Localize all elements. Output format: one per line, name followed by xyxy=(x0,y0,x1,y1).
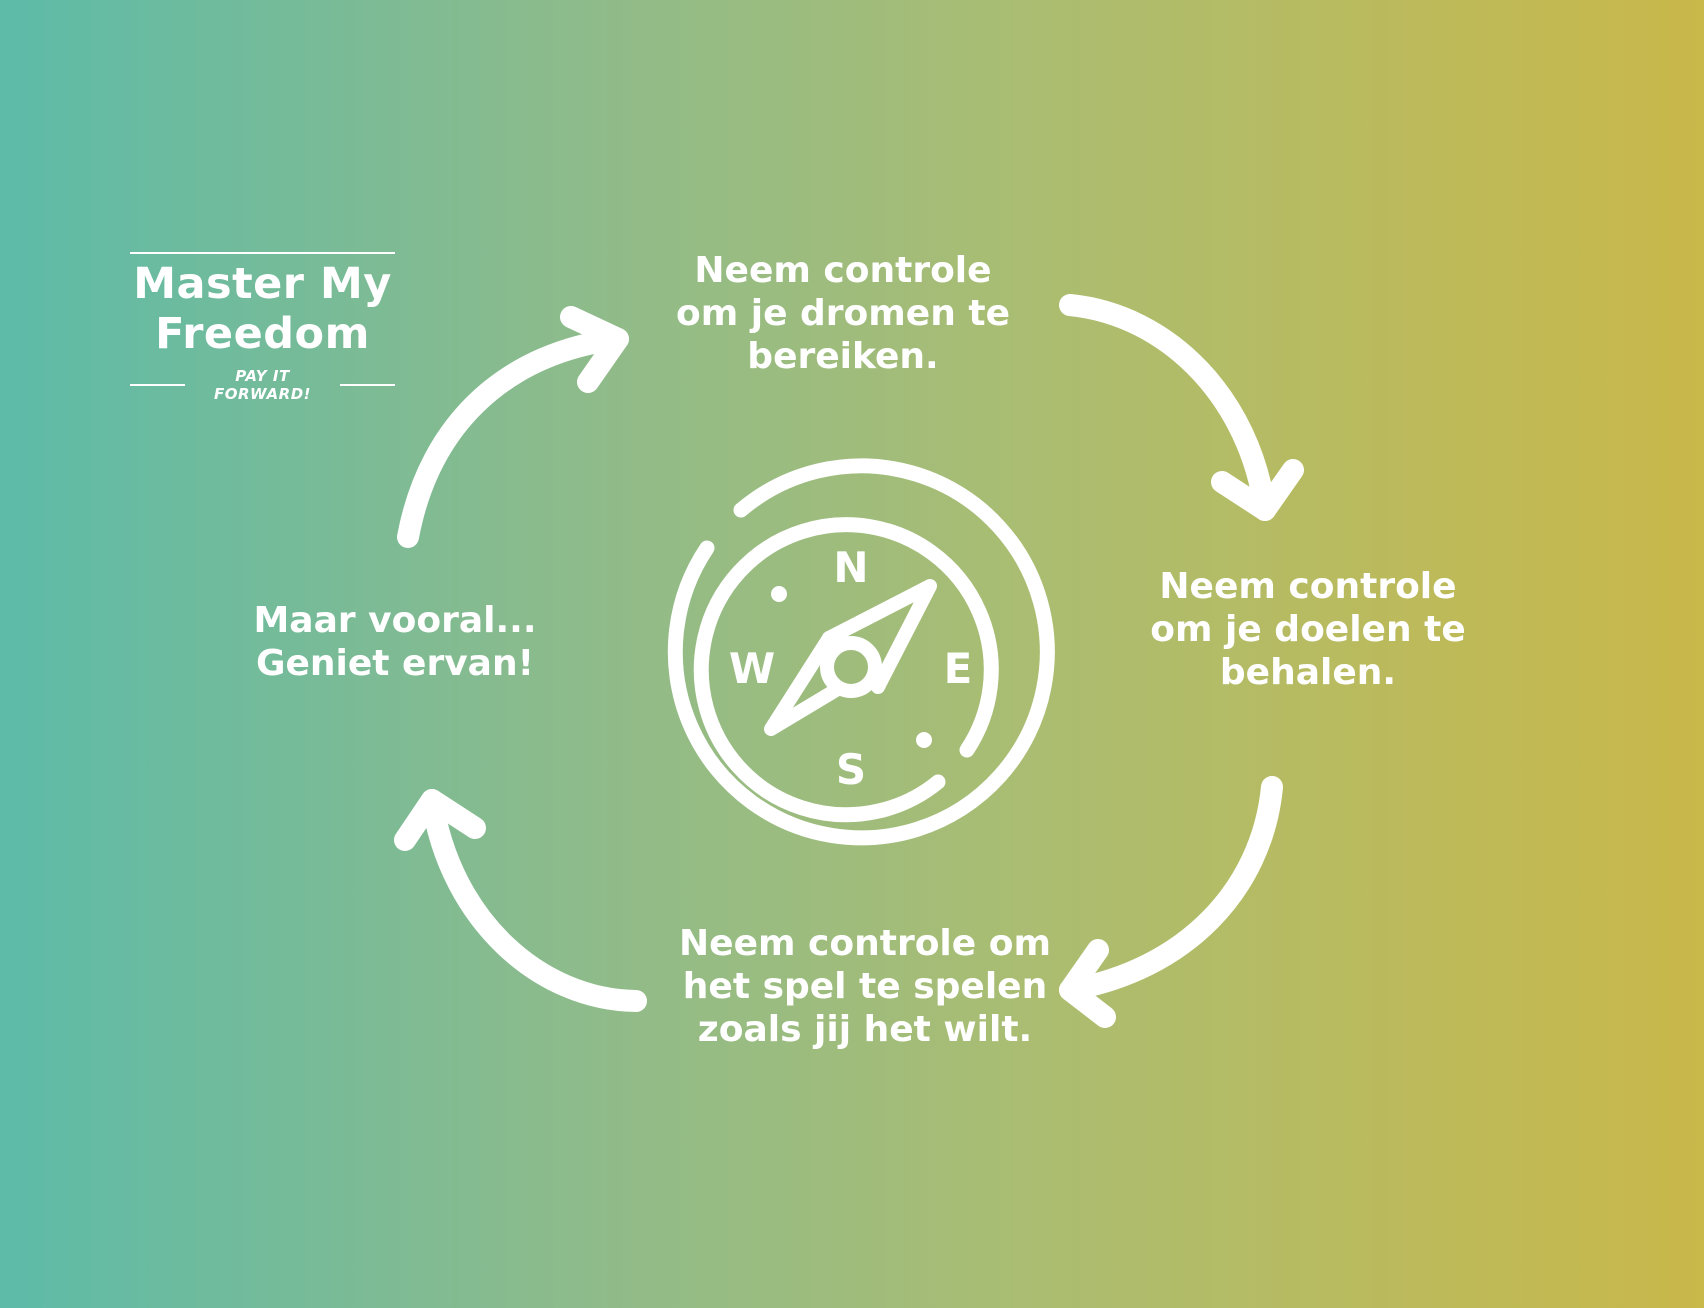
compass-south-letter: S xyxy=(836,745,866,794)
compass-north-letter: N xyxy=(833,543,868,592)
arrow-to-bottom-icon xyxy=(1059,776,1283,1028)
logo-tagline-rule-right xyxy=(340,384,395,386)
logo-tagline: PAY IT FORWARD! xyxy=(213,367,311,403)
compass-icon xyxy=(667,458,1055,846)
logo: Master My Freedom PAY IT FORWARD! xyxy=(130,252,395,403)
compass-east-letter: E xyxy=(944,644,973,693)
arrow-to-left-icon xyxy=(394,789,647,1012)
step-label-enjoy: Maar vooral... Geniet ervan! xyxy=(253,600,537,684)
arrow-to-right-icon xyxy=(1059,294,1304,521)
logo-title: Master My Freedom xyxy=(133,259,392,359)
step-label-dreams: Neem controle om je dromen te bereiken. xyxy=(675,250,1011,377)
compass-west-letter: W xyxy=(729,644,775,693)
logo-top-rule xyxy=(130,252,395,254)
step-label-goals: Neem controle om je doelen te behalen. xyxy=(1150,566,1466,693)
step-label-play: Neem controle om het spel te spelen zoal… xyxy=(679,923,1051,1050)
logo-tagline-row: PAY IT FORWARD! xyxy=(130,367,395,403)
logo-tagline-rule-left xyxy=(130,384,185,386)
arrow-to-top-icon xyxy=(397,306,629,548)
compass-dot-se-icon xyxy=(916,732,932,748)
compass-dot-nw-icon xyxy=(771,586,787,602)
